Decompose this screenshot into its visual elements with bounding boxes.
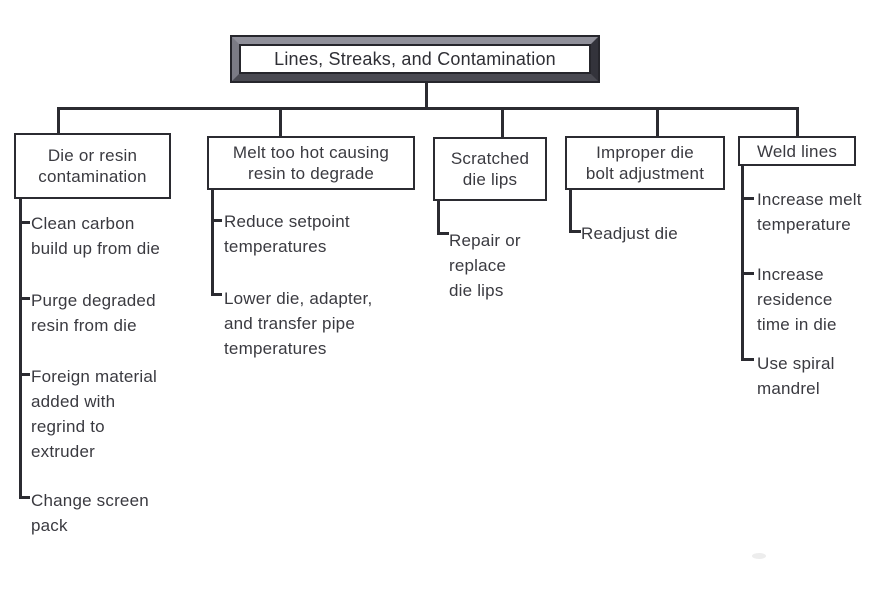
branch-item: Repair or replace die lips bbox=[449, 231, 521, 300]
branch-3-spine bbox=[437, 201, 440, 235]
branch-label: Improper die bolt adjustment bbox=[585, 143, 705, 183]
branch-3-tick-1 bbox=[437, 232, 449, 235]
branch-item: Clean carbon build up from die bbox=[31, 214, 161, 258]
branch-5-spine bbox=[741, 166, 744, 361]
connector-drop-5 bbox=[796, 107, 799, 138]
branch-item: Readjust die bbox=[581, 224, 678, 243]
branch-2-tick-2 bbox=[211, 293, 222, 296]
branch-item: Increase residence time in die bbox=[757, 265, 837, 334]
branch-1-spine bbox=[19, 199, 22, 499]
branch-item: Purge degraded resin from die bbox=[31, 291, 156, 335]
branch-1-tick-1 bbox=[19, 221, 30, 224]
branch-1-tick-4 bbox=[19, 496, 30, 499]
branch-item: Foreign material added with regrind to e… bbox=[31, 367, 158, 461]
branch-4-tick-1 bbox=[569, 230, 581, 233]
branch-2-spine bbox=[211, 190, 214, 296]
branch-box-melt-too-hot: Melt too hot causing resin to degrade bbox=[207, 136, 415, 190]
branch-item: Change screen pack bbox=[31, 491, 149, 535]
root-box-inner: Lines, Streaks, and Contamination bbox=[239, 44, 591, 74]
connector-drop-2 bbox=[279, 107, 282, 138]
connector-root-drop bbox=[425, 83, 428, 107]
branch-label: Scratched die lips bbox=[450, 149, 530, 189]
branch-item: Lower die, adapter, and transfer pipe te… bbox=[224, 289, 373, 358]
branch-5-tick-1 bbox=[741, 197, 754, 200]
connector-drop-4 bbox=[656, 107, 659, 138]
branch-box-die-or-resin-contamination: Die or resin contamination bbox=[14, 133, 171, 199]
connector-drop-3 bbox=[501, 107, 504, 139]
branch-1-tick-3 bbox=[19, 373, 30, 376]
branch-1-tick-2 bbox=[19, 297, 30, 300]
branch-box-weld-lines: Weld lines bbox=[738, 136, 856, 166]
root-box-label: Lines, Streaks, and Contamination bbox=[274, 48, 556, 69]
branch-4-spine bbox=[569, 190, 572, 233]
connector-drop-1 bbox=[57, 107, 60, 135]
branch-label: Die or resin contamination bbox=[38, 146, 147, 186]
branch-item: Use spiral mandrel bbox=[757, 354, 835, 398]
branch-box-improper-die-bolt: Improper die bolt adjustment bbox=[565, 136, 725, 190]
branch-label: Weld lines bbox=[756, 141, 838, 161]
branch-2-tick-1 bbox=[211, 219, 222, 222]
scan-smudge bbox=[752, 553, 766, 559]
connector-rail bbox=[57, 107, 799, 110]
branch-label: Melt too hot causing resin to degrade bbox=[232, 143, 390, 183]
branch-5-tick-3 bbox=[741, 358, 754, 361]
branch-item: Reduce setpoint temperatures bbox=[224, 212, 350, 256]
root-box-bevel: Lines, Streaks, and Contamination bbox=[232, 37, 598, 81]
branch-box-scratched-die-lips: Scratched die lips bbox=[433, 137, 547, 201]
branch-5-tick-2 bbox=[741, 272, 754, 275]
root-box: Lines, Streaks, and Contamination bbox=[230, 35, 600, 83]
branch-item: Increase melt temperature bbox=[757, 190, 862, 234]
